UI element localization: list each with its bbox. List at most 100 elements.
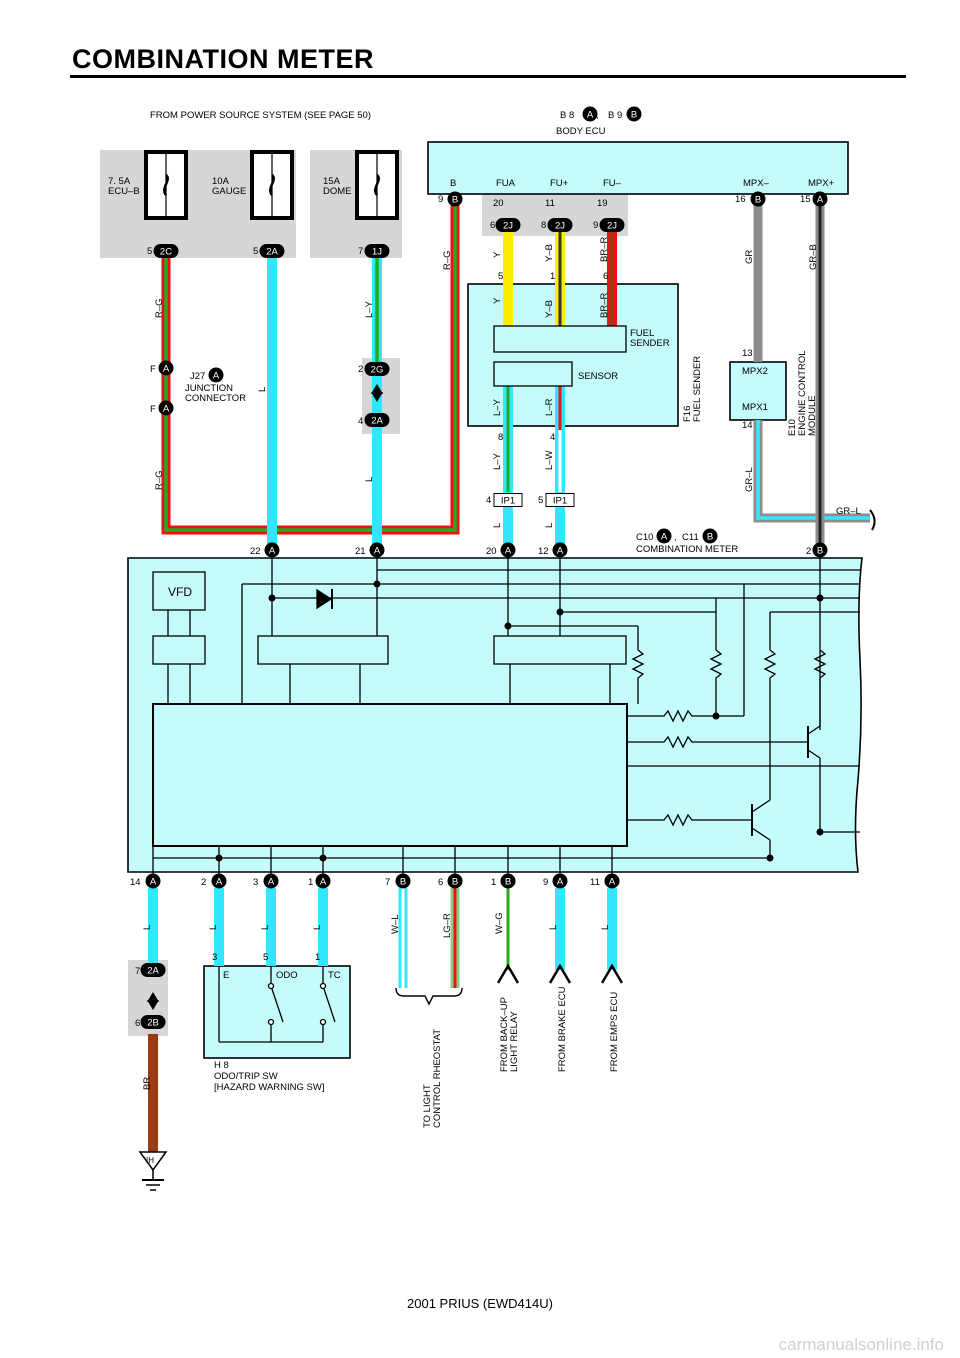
svg-text:TO LIGHT: TO LIGHT bbox=[422, 1084, 433, 1128]
svg-text:1: 1 bbox=[315, 952, 320, 963]
gauge-block bbox=[257, 635, 389, 665]
ecu-pin-fua: FUA bbox=[496, 178, 516, 189]
svg-text:8: 8 bbox=[541, 220, 546, 231]
svg-text:FUEL SENDER: FUEL SENDER bbox=[692, 356, 703, 422]
svg-text:C10: C10 bbox=[636, 532, 653, 543]
fuse-1-name: ECU–B bbox=[108, 186, 140, 197]
connector-badge: 2A bbox=[364, 413, 390, 427]
svg-text:11: 11 bbox=[590, 877, 600, 888]
footer-text: 2001 PRIUS (EWD414U) bbox=[407, 1296, 553, 1311]
connector-badge: A bbox=[158, 360, 174, 376]
connector-badge: A bbox=[500, 542, 516, 558]
svg-text:FROM BACK–UP: FROM BACK–UP bbox=[499, 997, 510, 1072]
svg-text:16: 16 bbox=[735, 194, 746, 205]
svg-text:9: 9 bbox=[593, 220, 598, 231]
svg-text:6: 6 bbox=[603, 271, 608, 282]
svg-text:GR–B: GR–B bbox=[808, 244, 819, 270]
connector-badge: A bbox=[604, 873, 620, 889]
connector-badge-label: B bbox=[817, 546, 823, 557]
svg-text:13: 13 bbox=[742, 348, 753, 359]
connector-badge-label: A bbox=[213, 371, 220, 382]
svg-text:GR–L: GR–L bbox=[836, 506, 861, 517]
ground-symbol bbox=[138, 1151, 168, 1191]
svg-text:12: 12 bbox=[538, 546, 549, 557]
svg-text:L–Y: L–Y bbox=[492, 398, 503, 416]
page-title: COMBINATION METER bbox=[72, 44, 374, 74]
connector-badge-label: A bbox=[216, 877, 223, 888]
connector-badge-label: A bbox=[374, 546, 381, 557]
svg-text:COMBINATION METER: COMBINATION METER bbox=[636, 544, 738, 555]
svg-text:L: L bbox=[312, 925, 323, 930]
connector-badge-label: 2J bbox=[555, 221, 565, 232]
fuse-1-rating: 7. 5A bbox=[108, 176, 131, 187]
svg-text:GR: GR bbox=[744, 250, 755, 264]
svg-text:7: 7 bbox=[358, 246, 363, 257]
svg-text:H 8: H 8 bbox=[214, 1060, 229, 1071]
vfd-box bbox=[152, 571, 206, 611]
svg-text:R–G: R–G bbox=[442, 250, 453, 270]
connector-badge-label: A bbox=[268, 877, 275, 888]
svg-text:1: 1 bbox=[550, 271, 555, 282]
connector-badge: B bbox=[702, 528, 718, 544]
svg-text:MPX2: MPX2 bbox=[742, 366, 768, 377]
svg-text:ODO/TRIP SW: ODO/TRIP SW bbox=[214, 1071, 278, 1082]
svg-text:LIGHT RELAY: LIGHT RELAY bbox=[509, 1010, 520, 1072]
connector-badge-label: A bbox=[163, 404, 170, 415]
connector-badge: B bbox=[750, 191, 766, 207]
connector-badge: A bbox=[263, 873, 279, 889]
connector-badge-label: A bbox=[661, 532, 668, 543]
svg-text:L: L bbox=[364, 477, 375, 482]
svg-text:FROM EMPS ECU: FROM EMPS ECU bbox=[609, 992, 620, 1072]
connector-badge: 2A bbox=[259, 244, 285, 258]
svg-text:7: 7 bbox=[135, 966, 140, 977]
svg-text:BR: BR bbox=[142, 1077, 153, 1090]
svg-text:20: 20 bbox=[486, 546, 497, 557]
svg-text:R–G: R–G bbox=[154, 470, 165, 490]
svg-text:3: 3 bbox=[212, 952, 217, 963]
diode bbox=[316, 588, 333, 610]
ecu-conn-a: B 8 bbox=[560, 110, 574, 121]
svg-text:IH: IH bbox=[146, 1156, 154, 1165]
svg-text:[HAZARD WARNING SW]: [HAZARD WARNING SW] bbox=[214, 1082, 324, 1093]
connector-badge: A bbox=[145, 873, 161, 889]
resistor-6 bbox=[627, 735, 808, 749]
svg-text:JUNCTION: JUNCTION bbox=[185, 383, 233, 394]
svg-text:F16: F16 bbox=[682, 406, 693, 422]
svg-text:2: 2 bbox=[358, 364, 363, 375]
connector-badge: B bbox=[626, 106, 642, 122]
connector-badge-label: 2A bbox=[371, 416, 383, 427]
svg-text:L: L bbox=[492, 523, 503, 528]
connector-badge-label: IP1 bbox=[553, 496, 567, 507]
svg-text:5: 5 bbox=[538, 495, 543, 506]
connector-badge-label: 2B bbox=[147, 1018, 159, 1029]
svg-text:4: 4 bbox=[550, 432, 555, 443]
svg-text:R–G: R–G bbox=[154, 298, 165, 318]
odo-switch-internals bbox=[218, 966, 336, 1043]
wires-lower bbox=[148, 888, 617, 1152]
svg-text:J27: J27 bbox=[190, 371, 205, 382]
svg-text:W–G: W–G bbox=[494, 912, 505, 934]
svg-text:L: L bbox=[142, 925, 153, 930]
fuel-sender-internals bbox=[493, 325, 627, 387]
connector-badge: IP1 bbox=[545, 493, 575, 507]
vfd-driver bbox=[152, 635, 206, 665]
connector-badge-label: A bbox=[150, 877, 157, 888]
connector-badge-label: 2J bbox=[503, 221, 513, 232]
connector-badge: B bbox=[447, 873, 463, 889]
ecm-box bbox=[729, 361, 787, 421]
fuse-dome bbox=[355, 150, 399, 220]
svg-text:Y–B: Y–B bbox=[544, 300, 555, 318]
connector-badge: B bbox=[395, 873, 411, 889]
connector-badge: IP1 bbox=[493, 493, 523, 507]
ecu-pin-mpxplus: MPX+ bbox=[808, 178, 835, 189]
svg-text:CONTROL RHEOSTAT: CONTROL RHEOSTAT bbox=[432, 1029, 443, 1128]
connector-badge-label: B bbox=[452, 877, 458, 888]
svg-text:5: 5 bbox=[263, 952, 268, 963]
svg-text:BR–R: BR–R bbox=[599, 293, 610, 318]
svg-text:4: 4 bbox=[358, 416, 363, 427]
svg-text:L: L bbox=[544, 523, 555, 528]
resistor-2 bbox=[709, 649, 723, 716]
svg-text:20: 20 bbox=[493, 198, 504, 209]
connector-badge: 2J bbox=[599, 218, 625, 232]
